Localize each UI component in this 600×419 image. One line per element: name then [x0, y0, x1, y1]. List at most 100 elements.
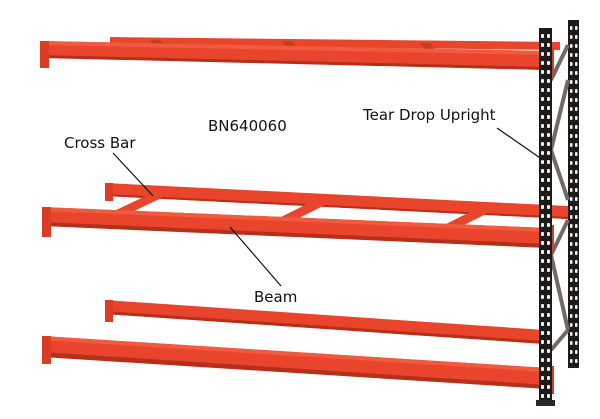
upright-hole: [575, 242, 578, 246]
beam-label: Beam: [254, 288, 298, 306]
upright-label: Tear Drop Upright: [363, 106, 496, 124]
upright-hole: [570, 188, 573, 192]
upright-hole: [570, 161, 573, 165]
upright-hole: [541, 232, 544, 236]
upright-hole: [570, 35, 573, 39]
upright-hole: [547, 43, 550, 47]
upright-hole: [541, 52, 544, 56]
upright-hole: [570, 80, 573, 84]
upright-hole: [541, 394, 544, 398]
upright-hole: [541, 97, 544, 101]
upright-hole: [575, 332, 578, 336]
upright-hole: [570, 125, 573, 129]
upright-hole: [570, 71, 573, 75]
upright-hole: [541, 376, 544, 380]
upright-hole: [547, 142, 550, 146]
upright-hole: [541, 34, 544, 38]
upright-hole: [547, 394, 550, 398]
upright-hole: [547, 223, 550, 227]
front-upright: [536, 28, 555, 406]
upright-hole: [541, 385, 544, 389]
upright-hole: [575, 161, 578, 165]
upright-hole: [570, 323, 573, 327]
upright-hole: [541, 142, 544, 146]
upright-hole: [547, 88, 550, 92]
upright-hole: [547, 133, 550, 137]
upright-hole: [547, 304, 550, 308]
upright-hole: [541, 286, 544, 290]
upright-hole: [541, 358, 544, 362]
lower-level: [42, 300, 554, 394]
leader-lines: [112, 127, 544, 287]
upright-hole: [547, 385, 550, 389]
upright-hole: [570, 206, 573, 210]
upright-hole: [575, 107, 578, 111]
upright-hole: [570, 62, 573, 66]
upright-hole: [547, 331, 550, 335]
upright-hole: [547, 61, 550, 65]
upright-hole: [570, 107, 573, 111]
upright-hole: [575, 215, 578, 219]
upright-hole: [575, 62, 578, 66]
upright-hole: [547, 376, 550, 380]
upright-hole: [570, 215, 573, 219]
upright-hole: [570, 278, 573, 282]
upright-hole: [541, 151, 544, 155]
upright-hole: [575, 89, 578, 93]
top-front-beam: [40, 41, 548, 70]
beam-leader: [229, 226, 282, 287]
upright-hole: [575, 341, 578, 345]
upright-hole: [541, 178, 544, 182]
upright-hole: [575, 323, 578, 327]
upright-hole: [547, 268, 550, 272]
upright-hole: [541, 214, 544, 218]
upright-hole: [575, 170, 578, 174]
upright-hole: [575, 269, 578, 273]
upright-hole: [547, 187, 550, 191]
upright-hole: [570, 224, 573, 228]
upright-hole: [570, 26, 573, 30]
cross-bar-label: Cross Bar: [64, 134, 136, 152]
upright-hole: [570, 134, 573, 138]
upright-hole: [570, 296, 573, 300]
upright-hole: [575, 71, 578, 75]
upright-hole: [547, 160, 550, 164]
upright-hole: [570, 260, 573, 264]
upright-bracing: [549, 44, 570, 352]
upright-hole: [541, 70, 544, 74]
upright-hole: [575, 188, 578, 192]
upright-hole: [570, 332, 573, 336]
upright-hole: [547, 151, 550, 155]
upright-leader: [496, 127, 544, 161]
upright-hole: [541, 106, 544, 110]
upright-hole: [575, 98, 578, 102]
upright-hole: [547, 169, 550, 173]
upright-hole: [575, 197, 578, 201]
upright-hole: [547, 34, 550, 38]
upright-hole: [547, 259, 550, 263]
upright-hole: [575, 296, 578, 300]
upright-hole: [575, 305, 578, 309]
upright-hole: [547, 322, 550, 326]
upright-hole: [547, 286, 550, 290]
upright-hole: [575, 278, 578, 282]
upright-hole: [541, 187, 544, 191]
upright-hole: [570, 314, 573, 318]
upright-hole: [541, 331, 544, 335]
upright-hole: [575, 251, 578, 255]
upright-hole: [575, 260, 578, 264]
upright-hole: [570, 233, 573, 237]
upright-hole: [570, 305, 573, 309]
upright-hole: [547, 313, 550, 317]
upright-hole: [570, 143, 573, 147]
upright-hole: [541, 259, 544, 263]
upright-hole: [541, 277, 544, 281]
upright-hole: [575, 80, 578, 84]
upright-hole: [547, 79, 550, 83]
upright-hole: [575, 125, 578, 129]
upright-hole: [541, 124, 544, 128]
upright-hole: [547, 124, 550, 128]
upright-hole: [547, 250, 550, 254]
